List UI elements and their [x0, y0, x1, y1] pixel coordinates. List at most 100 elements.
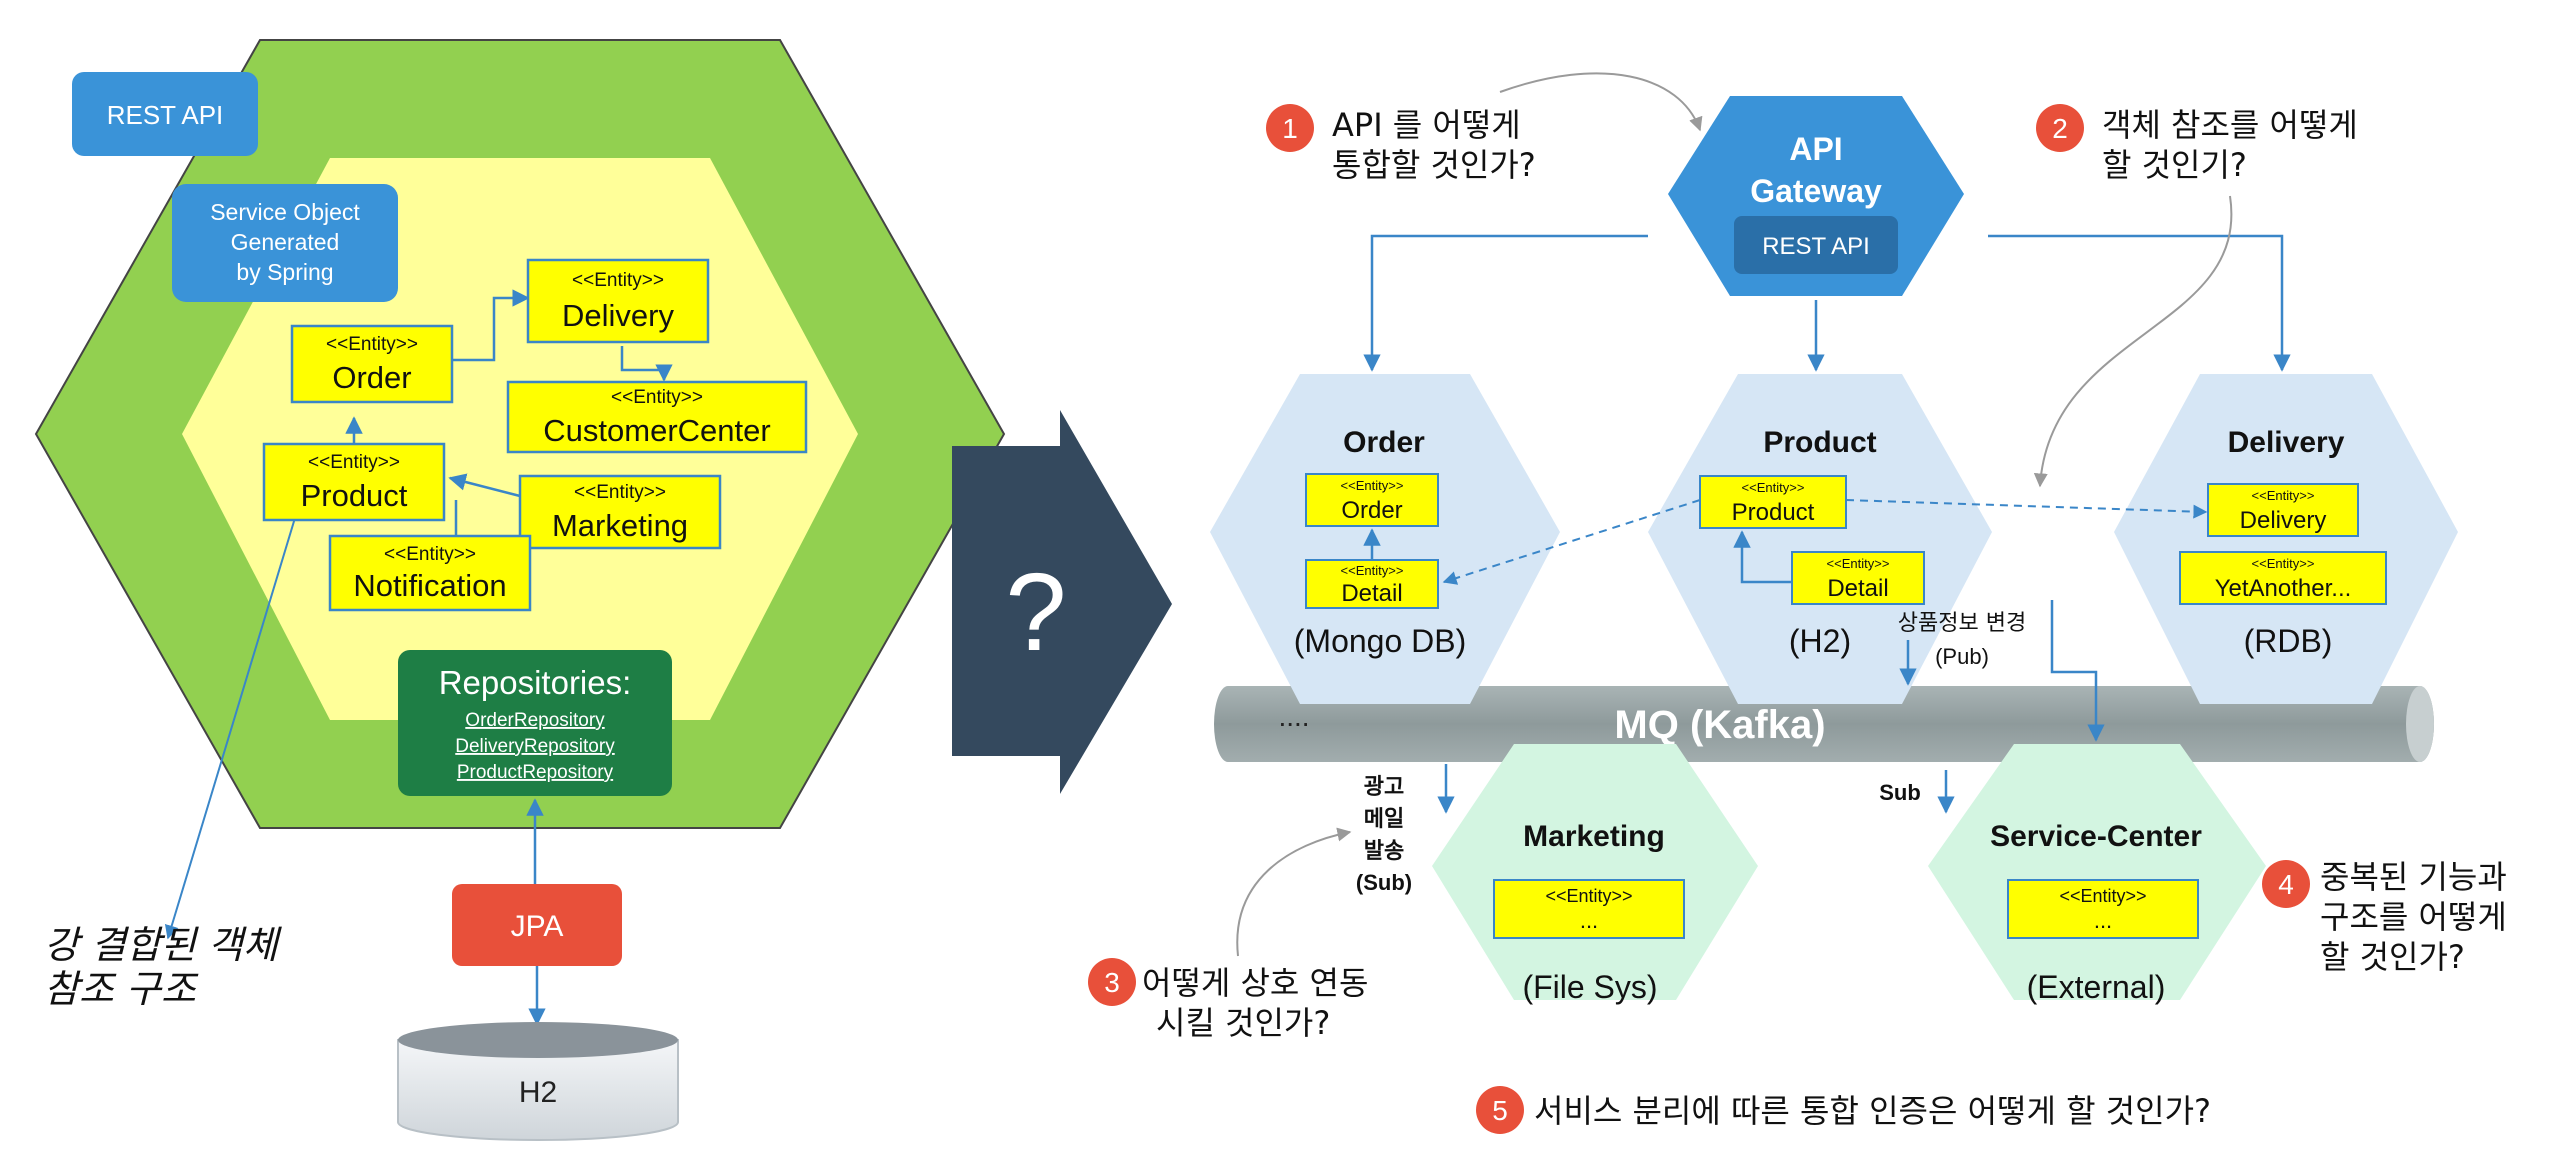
sub-label-line4: (Sub) [1356, 870, 1412, 895]
entity-stereotype: <<Entity>> [1742, 480, 1805, 495]
coupling-pointer [164, 507, 299, 940]
mq-kafka-bus[interactable]: MQ (Kafka) .... [1214, 686, 2434, 762]
question-2: 2 객체 참조를 어떻게 할 것인기? [2036, 104, 2358, 184]
question-mark: ? [1005, 551, 1066, 674]
service-object-line2: Generated [231, 229, 340, 255]
product-entity[interactable]: <<Entity>> Product [1699, 475, 1847, 529]
entity-order[interactable]: <<Entity>> Order [290, 324, 454, 404]
entity-marketing[interactable]: <<Entity>> Marketing [518, 474, 722, 550]
service-center-db: (External) [2027, 969, 2166, 1005]
question-arrows [1236, 72, 2233, 957]
product-detail-entity[interactable]: <<Entity>> Detail [1791, 551, 1925, 605]
repositories-box[interactable]: Repositories: OrderRepository DeliveryRe… [398, 650, 672, 796]
entity-name: CustomerCenter [543, 413, 770, 448]
question-text-line1: API 를 어떻게 [1332, 106, 1521, 144]
pub-label-line2: (Pub) [1935, 644, 1989, 669]
product-service-hex[interactable] [1648, 374, 1992, 704]
entity-name: Notification [353, 568, 506, 603]
question-text-line2: 통합할 것인가? [1332, 146, 1536, 184]
gateway-rest-api: REST API [1762, 233, 1870, 260]
product-detail-link [1733, 530, 1792, 584]
repositories-title: Repositories: [439, 664, 632, 701]
entity-customer-center[interactable]: <<Entity>> CustomerCenter [506, 380, 808, 454]
product-service-db: (H2) [1789, 623, 1851, 659]
order-service-hex[interactable] [1210, 374, 1560, 704]
question-text-line2: 할 것인기? [2102, 146, 2247, 184]
marketing-service-hex[interactable] [1432, 744, 1758, 1000]
question-text-line2: 시킬 것인가? [1156, 1004, 1330, 1042]
question-number: 1 [1282, 113, 1298, 144]
entity-stereotype: <<Entity>> [308, 452, 400, 473]
entity-stereotype: <<Entity>> [326, 334, 418, 355]
entity-delivery[interactable]: <<Entity>> Delivery [526, 258, 710, 344]
order-entity[interactable]: <<Entity>> Order [1305, 473, 1439, 527]
gateway-title-line1: API [1789, 131, 1842, 167]
monolith-section: REST API Service Object Generated by Spr… [34, 39, 1006, 1141]
entity-name: Marketing [552, 508, 688, 543]
repository-item: ProductRepository [457, 762, 614, 783]
sub-label-line1: 광고 [1364, 775, 1404, 800]
h2-database[interactable]: H2 [397, 1022, 679, 1141]
question-text-line1: 중복된 기능과 [2320, 858, 2507, 896]
coupling-note: 강 결합된 객체 참조 구조 [44, 923, 282, 1011]
repository-item: OrderRepository [465, 710, 605, 731]
yet-another-entity[interactable]: <<Entity>> YetAnother... [2179, 551, 2387, 605]
entity-name: Order [332, 360, 411, 395]
entity-notification[interactable]: <<Entity>> Notification [328, 534, 532, 612]
microservice-section: MQ (Kafka) .... API Gateway REST API Ord… [1088, 72, 2507, 1134]
entity-name: Product [301, 478, 408, 513]
entity-stereotype: <<Entity>> [2252, 488, 2315, 503]
order-service-db: (Mongo DB) [1294, 623, 1467, 659]
entity-stereotype: <<Entity>> [1827, 556, 1890, 571]
jpa-badge[interactable]: JPA [452, 884, 622, 966]
delivery-service-hex[interactable] [2114, 374, 2458, 704]
order-service-title: Order [1343, 426, 1425, 459]
delivery-entity[interactable]: <<Entity>> Delivery [2207, 483, 2359, 537]
entity-stereotype: <<Entity>> [574, 482, 666, 503]
order-detail-entity[interactable]: <<Entity>> Detail [1305, 559, 1439, 609]
question-5: 5 서비스 분리에 따른 통합 인증은 어떻게 할 것인가? [1476, 1086, 2211, 1134]
service-center-entity[interactable]: <<Entity>> ... [2007, 879, 2199, 939]
entity-stereotype: <<Entity>> [572, 270, 664, 291]
question-number: 4 [2278, 869, 2294, 900]
coupling-note-line2: 참조 구조 [44, 967, 199, 1011]
marketing-service-title: Marketing [1523, 820, 1665, 853]
question-text-line3: 할 것인가? [2320, 938, 2465, 976]
entity-name: ... [2094, 908, 2112, 933]
marketing-entity[interactable]: <<Entity>> ... [1493, 879, 1685, 939]
sub-label-line3: 발송 [1364, 839, 1404, 864]
gateway-title-line2: Gateway [1750, 173, 1882, 209]
marketing-sub-label: 광고 메일 발송 (Sub) [1356, 775, 1412, 895]
entity-stereotype: <<Entity>> [2252, 556, 2315, 571]
question-text-line1: 서비스 분리에 따른 통합 인증은 어떻게 할 것인가? [1534, 1092, 2211, 1130]
jpa-label: JPA [511, 910, 564, 943]
entity-name: Delivery [562, 298, 674, 333]
entity-product[interactable]: <<Entity>> Product [262, 442, 446, 522]
rest-api-badge[interactable]: REST API [72, 72, 258, 156]
service-center-hex[interactable] [1928, 744, 2266, 1000]
product-service-title: Product [1763, 426, 1876, 459]
pub-label-line1: 상품정보 변경 [1898, 611, 2026, 636]
question-number: 3 [1104, 967, 1120, 998]
question-text-line1: 객체 참조를 어떻게 [2102, 106, 2358, 144]
entity-stereotype: <<Entity>> [611, 387, 703, 408]
entity-stereotype: <<Entity>> [1341, 563, 1404, 578]
service-center-title: Service-Center [1990, 820, 2202, 853]
h2-label: H2 [519, 1076, 557, 1109]
entity-name: Product [1732, 499, 1815, 526]
cross-service-references [1442, 499, 2208, 585]
rest-api-label: REST API [107, 100, 224, 130]
delivery-service-title: Delivery [2228, 426, 2345, 459]
entity-stereotype: <<Entity>> [1545, 886, 1632, 906]
service-object-badge: Service Object Generated by Spring [172, 184, 398, 302]
entity-name: Order [1341, 497, 1402, 524]
marketing-service-db: (File Sys) [1522, 969, 1657, 1005]
question-4: 4 중복된 기능과 구조를 어떻게 할 것인가? [2262, 858, 2507, 976]
question-3: 3 어떻게 상호 연동 시킬 것인가? [1088, 958, 1368, 1042]
api-gateway[interactable]: API Gateway REST API [1668, 96, 1964, 296]
question-text-line1: 어떻게 상호 연동 [1142, 964, 1368, 1002]
entity-name: Detail [1827, 575, 1888, 602]
entity-name: ... [1580, 908, 1598, 933]
service-sub-label: Sub [1879, 780, 1921, 805]
